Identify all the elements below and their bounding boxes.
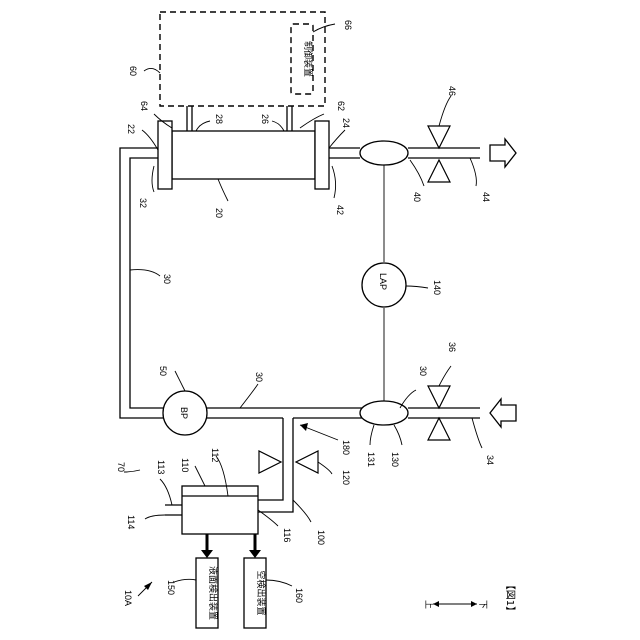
label-34: 34 [485, 455, 495, 465]
dialyzer-header-right [315, 121, 329, 189]
label-30c: 30 [418, 366, 428, 376]
leader-46 [439, 96, 451, 126]
dialyzer-header-left [158, 121, 172, 189]
label-131: 131 [366, 452, 376, 467]
leader-131 [370, 425, 374, 445]
label-40: 40 [412, 192, 422, 202]
label-32: 32 [138, 198, 148, 208]
leader-28 [196, 121, 210, 131]
arrow-to-160-head [249, 550, 261, 558]
inflow-arrow [490, 399, 516, 427]
control-device-label: 制御装置 [302, 41, 314, 77]
leader-26 [272, 121, 284, 131]
label-160: 160 [294, 588, 304, 603]
leader-150 [174, 579, 196, 582]
direction-up-label: 上 [423, 600, 434, 609]
leader-40 [410, 160, 424, 186]
label-130: 130 [390, 452, 400, 467]
label-50: 50 [158, 366, 168, 376]
label-24: 24 [341, 118, 351, 128]
venous-chamber [360, 141, 408, 165]
label-116: 116 [282, 528, 292, 542]
clamp-46-top [428, 126, 450, 148]
arterial-chamber [360, 401, 408, 425]
container-110 [182, 486, 258, 534]
leader-113 [160, 479, 172, 505]
label-112: 112 [210, 448, 220, 462]
label-70: 70 [116, 462, 126, 472]
label-60: 60 [128, 66, 138, 76]
label-20: 20 [214, 208, 224, 218]
arterial-inflow-line-34 [408, 408, 480, 418]
label-46: 46 [447, 86, 457, 96]
line-bp-to-chamber [206, 408, 362, 418]
leader-110 [195, 466, 205, 486]
clamp-46-bottom [428, 160, 450, 182]
label-113: 113 [156, 460, 166, 474]
dialyzer [172, 131, 315, 179]
control-enclosure [160, 12, 325, 106]
blood-pump-label: BP [179, 407, 189, 419]
label-150: 150 [166, 580, 176, 595]
direction-arrow-down-head [471, 601, 477, 607]
label-28: 28 [214, 114, 224, 124]
label-66: 66 [343, 20, 353, 30]
direction-down-label: 下 [477, 600, 487, 609]
label-36: 36 [447, 342, 457, 352]
clamp-36-bottom [428, 418, 450, 440]
liquid-level-detector-label: 液面検出装置 [207, 566, 219, 620]
label-30a: 30 [162, 274, 172, 284]
label-180: 180 [341, 440, 351, 455]
label-140: 140 [432, 280, 442, 295]
leader-66 [313, 24, 335, 32]
clamp-120-left [259, 451, 281, 473]
label-110: 110 [180, 458, 190, 472]
outflow-arrow [490, 139, 516, 167]
figure-caption: 【図1】 [504, 580, 516, 616]
label-114: 114 [126, 515, 136, 529]
label-64: 64 [139, 101, 149, 111]
leader-22 [142, 130, 158, 150]
leader-44 [470, 158, 476, 186]
label-100: 100 [316, 530, 326, 545]
leader-34 [472, 418, 482, 448]
leader-100 [293, 500, 311, 522]
leader-36 [439, 366, 451, 386]
leader-32 [152, 166, 154, 192]
leader-30a [130, 270, 160, 276]
label-30b: 30 [254, 372, 264, 382]
label-120: 120 [341, 470, 351, 485]
leader-130 [394, 425, 402, 445]
leader-160 [266, 580, 292, 586]
leader-120 [318, 462, 332, 474]
label-44: 44 [481, 192, 491, 202]
label-22: 22 [126, 124, 136, 134]
label-26: 26 [260, 114, 270, 124]
leader-140 [406, 286, 428, 288]
leader-60 [144, 68, 160, 73]
air-detector-label: 空検出装置 [255, 570, 267, 615]
leader-20 [218, 179, 228, 201]
arrow-180-head [300, 423, 308, 431]
leader-42 [332, 166, 336, 198]
leader-30b [240, 384, 258, 408]
label-62: 62 [336, 101, 346, 111]
arrow-to-150-head [201, 550, 213, 558]
label-42: 42 [335, 205, 345, 215]
control-cables [187, 106, 292, 131]
leader-50 [175, 371, 185, 391]
lap-sensor-label: LAP [378, 273, 388, 290]
label-10A: 10A [123, 590, 133, 606]
clamp-36-top [428, 386, 450, 408]
leader-114 [145, 515, 165, 519]
leader-24 [329, 130, 345, 148]
clamp-120-right [296, 451, 318, 473]
